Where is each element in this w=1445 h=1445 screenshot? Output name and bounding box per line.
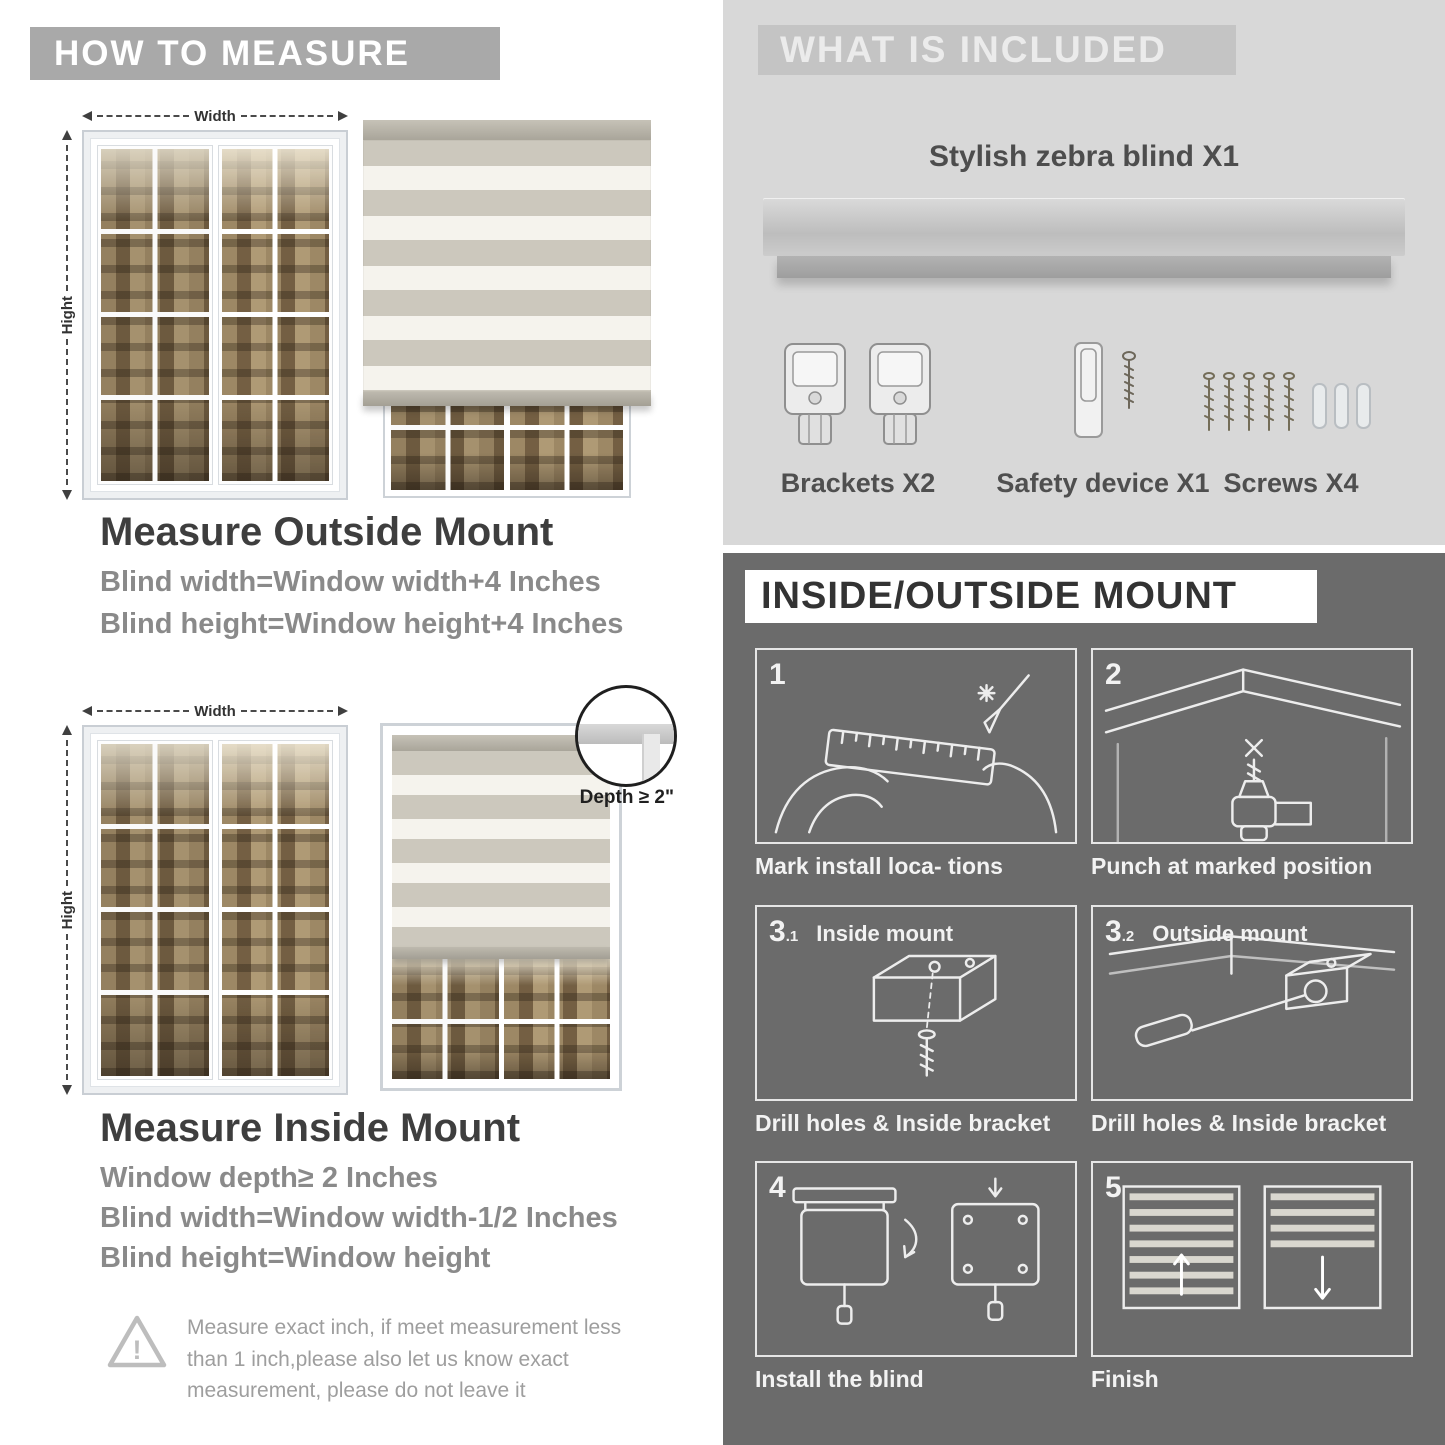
depth-label: Depth ≥ 2" — [579, 787, 674, 808]
height-label: Hight — [58, 890, 76, 930]
step3-2-bracket-illustration — [1108, 935, 1396, 1048]
blind-item-label: Stylish zebra blind X1 — [928, 140, 1240, 173]
width-arrow: Width — [82, 702, 349, 720]
mount-step-4: 4 — [755, 1161, 1077, 1393]
what-is-included-section: WHAT IS INCLUDED Stylish zebra blind X1 — [723, 0, 1445, 545]
arrow-left-icon — [82, 706, 92, 716]
zebra-blind-illustration — [363, 120, 651, 406]
arrow-left-icon — [82, 111, 92, 121]
blind-cassette — [392, 735, 610, 751]
arrow-down-icon — [62, 1085, 72, 1096]
what-is-included-header: WHAT IS INCLUDED — [758, 25, 1236, 75]
outside-mount-line2: Blind height=Window height+4 Inches — [100, 608, 624, 640]
step-caption: Finish — [1091, 1366, 1159, 1392]
step-number: 5 — [1105, 1171, 1122, 1204]
outside-window-illustration: Width Hight — [52, 102, 349, 501]
height-arrow: Hight — [52, 725, 82, 1096]
step1-mark-illustration — [774, 674, 1058, 834]
blind-bottom-rail — [392, 947, 610, 959]
how-to-measure-header: HOW TO MEASURE — [30, 27, 500, 80]
window-illustration — [82, 725, 348, 1095]
safety-device-icon — [1074, 342, 1136, 438]
window-illustration — [82, 130, 348, 500]
step-caption: Install the blind — [755, 1366, 924, 1392]
arrow-up-icon — [62, 725, 72, 735]
inside-mount-line2: Blind width=Window width-1/2 Inches — [100, 1202, 618, 1234]
mount-step-1: 1 — [755, 648, 1077, 880]
step5-finish-illustration — [1122, 1185, 1382, 1310]
step-panel: 5 — [1091, 1161, 1413, 1357]
blind-stripes — [363, 140, 651, 392]
step-number: 3 — [1105, 915, 1122, 948]
safety-device-label: Safety device X1 — [996, 468, 1210, 498]
step-number: 2 — [1105, 658, 1122, 691]
inside-mount-line1: Window depth≥ 2 Inches — [100, 1162, 438, 1194]
zebra-blind-illustration — [392, 735, 610, 959]
mount-step-2: 2 Pu — [1091, 648, 1413, 880]
step3-1-bracket-illustration — [872, 954, 997, 1077]
inside-mount-line3: Blind height=Window height — [100, 1242, 491, 1274]
svg-text:!: ! — [133, 1335, 142, 1365]
step-number: 3 — [769, 915, 786, 948]
screws-icon — [1203, 372, 1371, 431]
step-panel: 2 — [1091, 648, 1413, 844]
brackets-label: Brackets X2 — [780, 468, 936, 498]
blind-bottom-rail — [363, 392, 651, 406]
outside-mount-line1: Blind width=Window width+4 Inches — [100, 566, 601, 598]
warning-text: Measure exact inch, if meet measurement … — [187, 1316, 622, 1402]
width-label: Width — [194, 702, 236, 720]
step-panel: 1 — [755, 648, 1077, 844]
step-panel: 4 — [755, 1161, 1077, 1357]
step-caption: Drill holes & Inside bracket — [1091, 1110, 1387, 1136]
screws-label: Screws X4 — [1223, 468, 1359, 498]
outside-mount-title: Measure Outside Mount — [100, 510, 554, 554]
step-number: 1 — [769, 658, 786, 691]
width-label: Width — [194, 107, 236, 125]
width-arrow: Width — [82, 107, 349, 125]
brackets-icon — [784, 343, 931, 445]
inside-mount-label: Inside mount — [816, 921, 954, 946]
warning-icon: ! — [107, 1315, 167, 1368]
inside-outside-mount-section: INSIDE/OUTSIDE MOUNT 1 — [723, 553, 1445, 1445]
blind-cassette — [363, 120, 651, 140]
outside-mount-label: Outside mount — [1152, 921, 1308, 946]
window-frame-around-blind — [380, 723, 622, 1091]
outside-blind-illustration — [363, 120, 651, 498]
step-caption: Mark install loca- tions — [755, 853, 1003, 879]
arrow-right-icon — [338, 111, 349, 121]
step-caption: Punch at marked position — [1091, 853, 1373, 879]
step2-drill-illustration — [1104, 668, 1402, 842]
arrow-up-icon — [62, 130, 72, 140]
step4-install-illustration — [792, 1177, 1040, 1325]
height-arrow: Hight — [52, 130, 82, 501]
arrow-down-icon — [62, 490, 72, 501]
inside-mount-title: Measure Inside Mount — [100, 1106, 521, 1150]
depth-detail-circle — [575, 685, 677, 787]
arrow-right-icon — [338, 706, 349, 716]
inside-outside-mount-header: INSIDE/OUTSIDE MOUNT — [745, 570, 1317, 623]
step-number: 4 — [769, 1171, 786, 1204]
height-label: Hight — [58, 295, 76, 335]
headrail-illustration — [763, 198, 1405, 278]
mount-step-5: 5 — [1091, 1161, 1413, 1393]
step-caption: Drill holes & Inside bracket — [755, 1110, 1051, 1136]
measurement-warning: ! Measure exact inch, if meet measuremen… — [105, 1312, 637, 1407]
inside-blind-illustration: Depth ≥ 2" — [380, 685, 677, 1091]
blind-stripes — [392, 751, 610, 947]
inside-window-illustration: Width Hight — [52, 697, 349, 1096]
